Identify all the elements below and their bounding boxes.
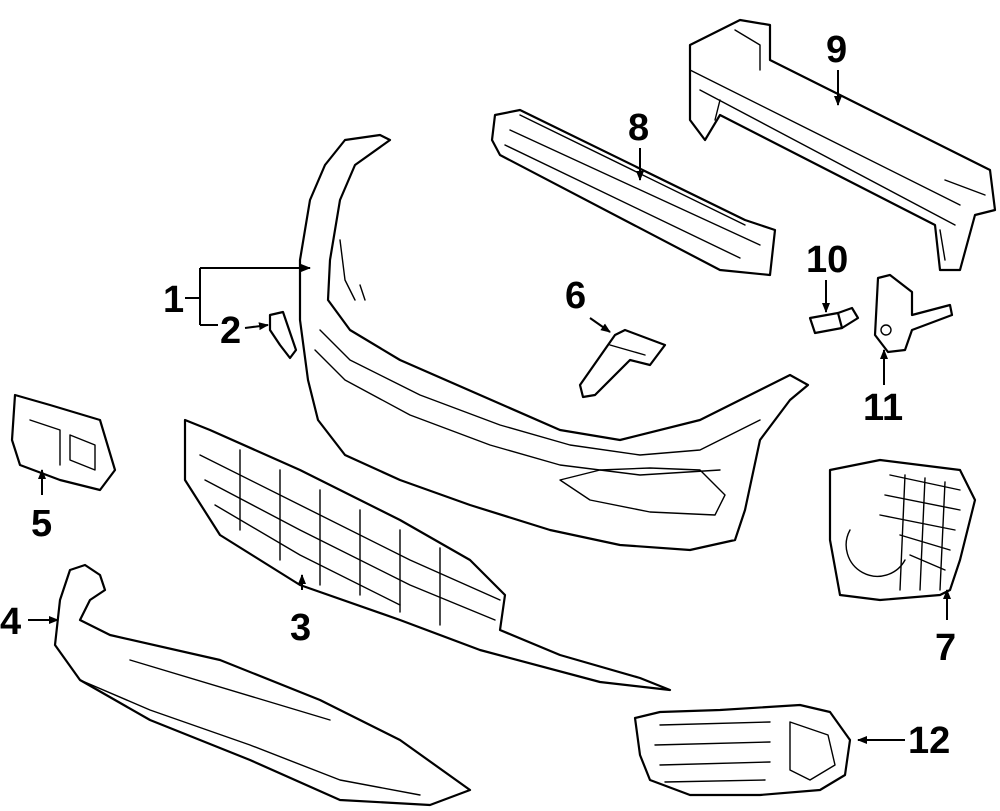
part-8-energy-absorber bbox=[490, 108, 777, 277]
callout-3: 3 bbox=[290, 607, 311, 649]
part-3-lower-grille bbox=[183, 418, 672, 692]
callout-2: 2 bbox=[220, 310, 241, 352]
callout-12: 12 bbox=[908, 720, 950, 762]
callout-4: 4 bbox=[0, 601, 21, 643]
part-7-grille-insert bbox=[828, 458, 977, 602]
callout-11: 11 bbox=[863, 387, 903, 429]
callout-8: 8 bbox=[628, 107, 649, 149]
callout-labels: 1 2 3 4 5 6 7 8 9 10 11 12 bbox=[0, 29, 956, 762]
callout-9: 9 bbox=[826, 29, 847, 71]
part-10-sensor bbox=[808, 306, 860, 335]
part-11-mount-bracket bbox=[873, 273, 954, 354]
part-12-fog-lamp-bezel bbox=[633, 703, 852, 797]
callout-6: 6 bbox=[565, 275, 586, 317]
part-4-lower-valance bbox=[53, 563, 472, 807]
callout-5: 5 bbox=[31, 503, 52, 545]
callout-7: 7 bbox=[935, 627, 956, 669]
part-2-bracket bbox=[268, 310, 298, 360]
part-9-reinforcement-bar bbox=[688, 18, 997, 272]
part-6-bracket bbox=[578, 328, 667, 399]
callout-1: 1 bbox=[163, 279, 184, 321]
part-1-bumper-cover bbox=[298, 133, 810, 552]
callout-10: 10 bbox=[806, 239, 848, 281]
part-5-license-plate-bracket bbox=[10, 393, 117, 492]
leader-lines bbox=[28, 70, 951, 744]
